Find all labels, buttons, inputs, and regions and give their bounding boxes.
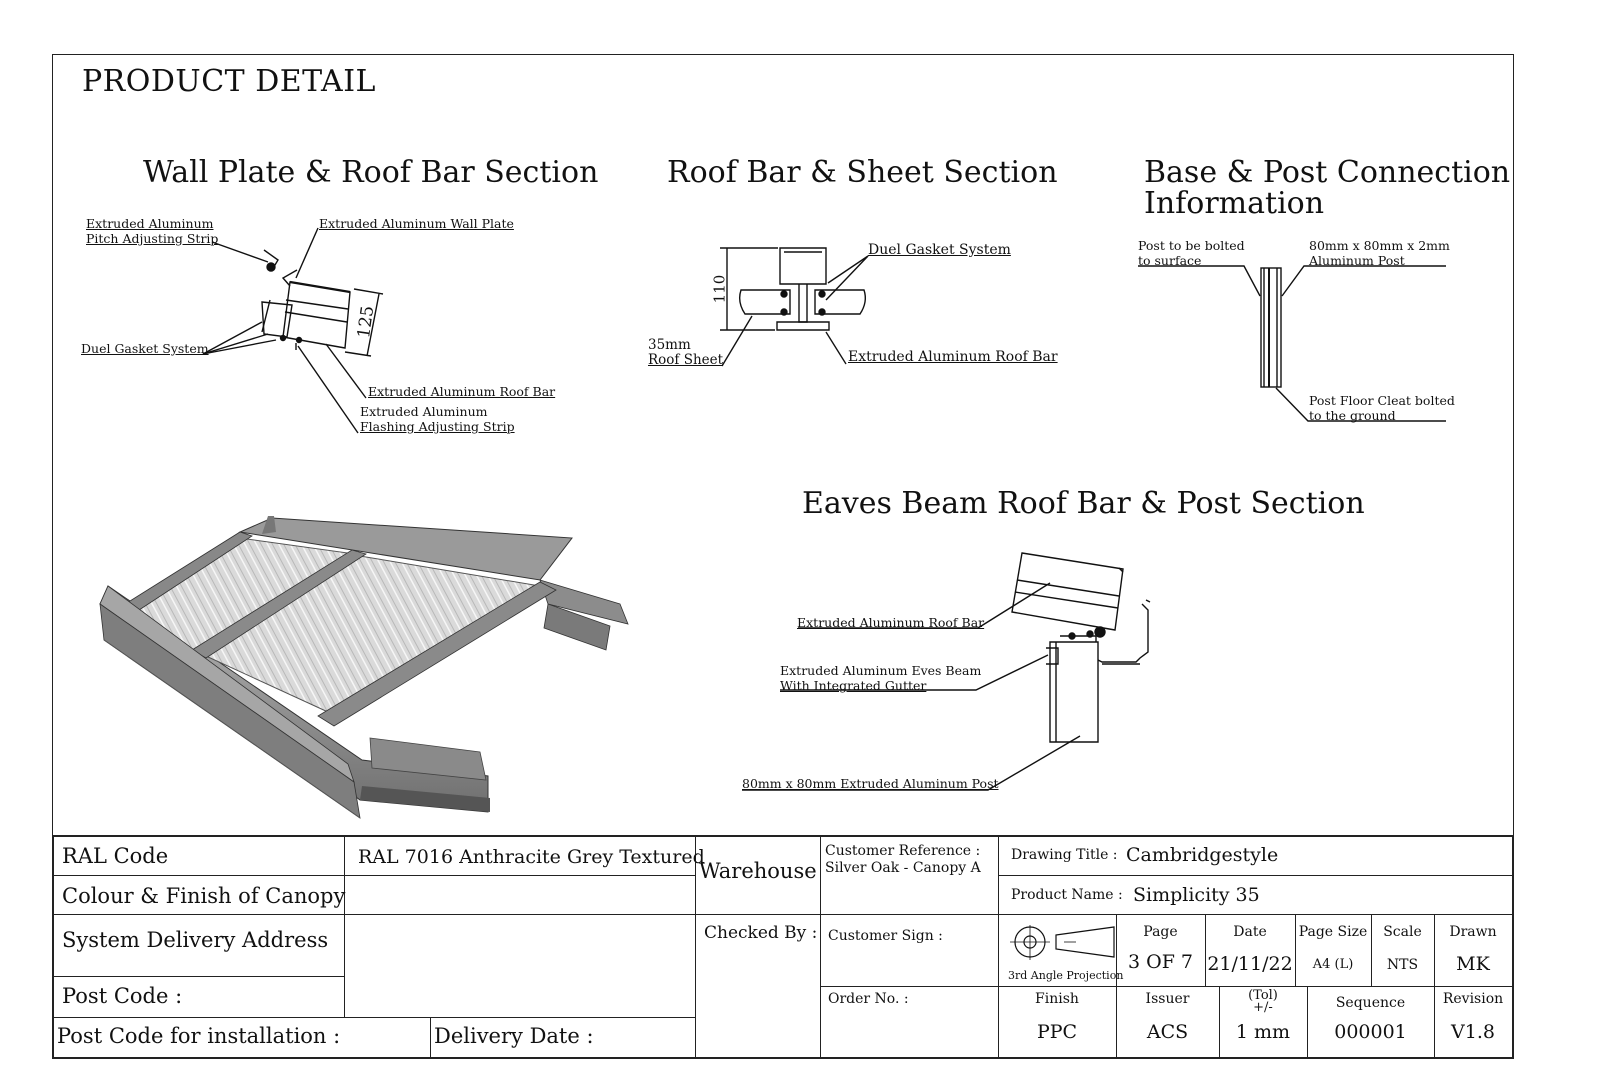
callout-pitch-strip-line1: Extruded Aluminum: [86, 216, 214, 231]
customer-reference-label: Customer Reference :: [825, 843, 981, 859]
ral-code-label: RAL Code: [62, 844, 169, 868]
page-title: PRODUCT DETAIL: [82, 64, 376, 99]
finish-label: Finish: [1035, 991, 1079, 1007]
issuer-label: Issuer: [1145, 991, 1190, 1007]
callout-flashing-line1: Extruded Aluminum: [360, 404, 488, 419]
callout-roof-bar-wall: Extruded Aluminum Roof Bar: [368, 384, 556, 399]
callout-flashing-line2: Flashing Adjusting Strip: [360, 419, 515, 434]
scale-value: NTS: [1386, 957, 1419, 973]
roof-bar-sheet-drawing: [720, 247, 869, 367]
customer-reference-value: Silver Oak - Canopy A: [825, 860, 981, 876]
page-label: Page: [1143, 924, 1178, 940]
roof-bar-sheet-section-title: Roof Bar & Sheet Section: [667, 155, 1058, 190]
scale-label: Scale: [1383, 924, 1422, 940]
callout-gasket-wall: Duel Gasket System: [81, 341, 209, 356]
page-size-value: A4 (L): [1312, 957, 1354, 972]
checked-by-label: Checked By :: [704, 923, 818, 943]
order-no-label: Order No. :: [828, 991, 909, 1007]
tolerance-value: 1 mm: [1235, 1021, 1291, 1043]
callout-sheet-line2: Roof Sheet: [648, 352, 724, 368]
delivery-date-label: Delivery Date :: [434, 1024, 594, 1048]
finish-value: PPC: [1036, 1021, 1078, 1043]
callout-sheet-line1: 35mm: [648, 337, 691, 353]
eaves-drawing: [742, 552, 1151, 791]
page-size-label: Page Size: [1298, 924, 1368, 940]
sequence-value: 000001: [1334, 1021, 1407, 1043]
tolerance-label-line1: (Tol): [1248, 988, 1278, 1003]
callout-post-eaves: 80mm x 80mm Extruded Aluminum Post: [742, 776, 999, 791]
drawn-label: Drawn: [1449, 924, 1497, 940]
customer-sign-label: Customer Sign :: [828, 928, 943, 944]
callout-bolted-line2: to surface: [1138, 253, 1202, 268]
date-label: Date: [1233, 924, 1267, 940]
wall-plate-section-title: Wall Plate & Roof Bar Section: [143, 155, 599, 190]
base-post-title-line2: Information: [1144, 186, 1325, 221]
warehouse-label: Warehouse: [699, 859, 817, 883]
projection-label: 3rd Angle Projection: [1008, 969, 1124, 982]
callout-cleat-line1: Post Floor Cleat bolted: [1309, 393, 1455, 408]
base-post-drawing: [1138, 265, 1446, 422]
callout-roof-bar-sheet: Extruded Aluminum Roof Bar: [848, 349, 1058, 365]
revision-label: Revision: [1442, 991, 1504, 1007]
base-post-section-title: Base & Post Connection Information: [1144, 157, 1510, 219]
callout-post-line2: Aluminum Post: [1309, 253, 1405, 268]
callout-roof-bar-eaves: Extruded Aluminum Roof Bar: [797, 615, 985, 630]
projection-symbol-icon: [1010, 925, 1115, 960]
wall-plate-drawing: [202, 227, 384, 434]
post-code-install-label: Post Code for installation :: [57, 1024, 341, 1048]
date-value: 21/11/22: [1207, 953, 1293, 975]
callout-pitch-strip-line2: Pitch Adjusting Strip: [86, 231, 219, 246]
callout-cleat-line2: to the ground: [1309, 408, 1396, 423]
tolerance-label: (Tol) +/-: [1219, 988, 1307, 1015]
product-name-value: Simplicity 35: [1133, 884, 1260, 906]
post-code-label: Post Code :: [62, 984, 183, 1008]
colour-finish-label: Colour & Finish of Canopy: [62, 884, 346, 908]
revision-value: V1.8: [1451, 1021, 1495, 1043]
callout-wall-plate: Extruded Aluminum Wall Plate: [319, 216, 514, 231]
drawn-value: MK: [1456, 953, 1490, 975]
callout-bolted-line1: Post to be bolted: [1138, 238, 1245, 253]
delivery-address-label: System Delivery Address: [62, 928, 329, 952]
issuer-value: ACS: [1146, 1021, 1189, 1043]
callout-gasket-roofbar: Duel Gasket System: [868, 242, 1011, 258]
eaves-section-title: Eaves Beam Roof Bar & Post Section: [802, 486, 1365, 521]
canopy-3d-render: [99, 516, 629, 819]
page-value: 3 OF 7: [1127, 951, 1193, 973]
callout-post-line1: 80mm x 80mm x 2mm: [1309, 238, 1450, 253]
drawing-title-label: Drawing Title :: [1011, 847, 1118, 863]
title-block: RAL Code RAL 7016 Anthracite Grey Textur…: [52, 835, 1514, 1059]
tolerance-label-line2: +/-: [1253, 1000, 1273, 1015]
callout-beam-line2: With Integrated Gutter: [780, 678, 927, 693]
callout-beam-line1: Extruded Aluminum Eves Beam: [780, 663, 982, 678]
product-name-label: Product Name :: [1011, 887, 1123, 903]
ral-code-value: RAL 7016 Anthracite Grey Textured: [358, 846, 705, 868]
base-post-title-line1: Base & Post Connection: [1144, 155, 1511, 190]
drawing-title-value: Cambridgestyle: [1126, 844, 1279, 866]
sequence-label: Sequence: [1335, 995, 1406, 1011]
